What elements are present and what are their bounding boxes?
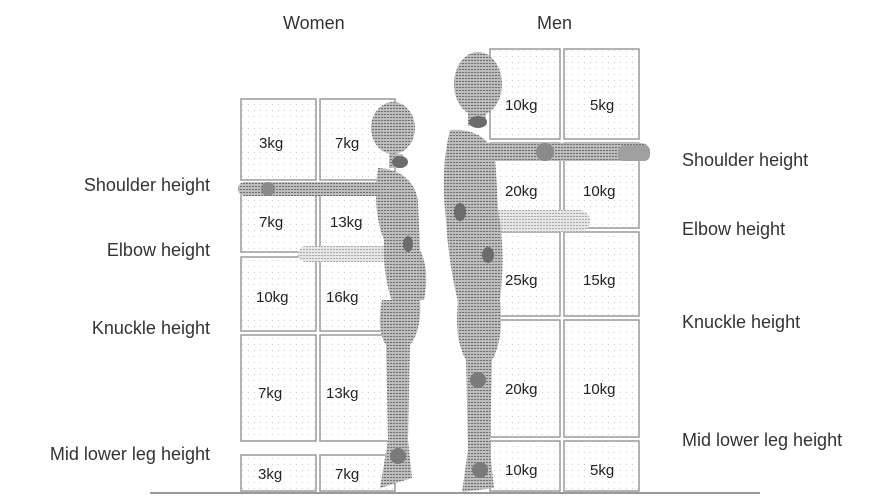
men-cell-value: 5kg [590, 97, 614, 114]
men-cell-value: 10kg [583, 183, 616, 200]
women-label-shoulder: Shoulder height [84, 175, 210, 195]
women-grid: 3kg 7kg 7kg 13kg 10kg 16kg 7kg 13kg 3kg … [241, 99, 395, 491]
women-cell-value: 16kg [326, 289, 359, 306]
men-cell: 15kg [564, 232, 639, 316]
women-cell-value: 7kg [258, 385, 282, 402]
men-cell-value: 15kg [583, 272, 616, 289]
men-cell-value: 25kg [505, 272, 538, 289]
women-cell-value: 13kg [326, 385, 359, 402]
women-label-knuckle: Knuckle height [92, 318, 210, 338]
men-cell-value: 20kg [505, 381, 538, 398]
women-cell-value: 7kg [335, 135, 359, 152]
women-cell: 10kg [241, 257, 316, 331]
men-cell-value: 10kg [505, 462, 538, 479]
men-cell-value: 10kg [583, 381, 616, 398]
men-cell: 20kg [490, 320, 560, 437]
women-cell: 7kg [241, 335, 316, 441]
women-cell-value: 10kg [256, 289, 289, 306]
women-cell: 13kg [320, 335, 395, 441]
men-label-elbow: Elbow height [682, 219, 785, 239]
men-cell-value: 5kg [590, 462, 614, 479]
men-cell-value: 20kg [505, 183, 538, 200]
men-cell: 5kg [564, 441, 639, 491]
men-label-knuckle: Knuckle height [682, 312, 800, 332]
women-cell-value: 3kg [258, 466, 282, 483]
men-cell-value: 10kg [505, 97, 538, 114]
men-cell: 5kg [564, 49, 639, 139]
women-cell-value: 7kg [259, 214, 283, 231]
women-cell-value: 7kg [335, 466, 359, 483]
men-grid: 10kg 5kg 20kg 10kg 25kg 15kg 20kg 10kg 1… [490, 49, 639, 491]
women-cell-value: 13kg [330, 214, 363, 231]
women-cell-value: 3kg [259, 135, 283, 152]
men-label-shoulder: Shoulder height [682, 150, 808, 170]
women-label-elbow: Elbow height [107, 240, 210, 260]
women-cell: 3kg [241, 99, 316, 180]
men-cell: 10kg [490, 441, 560, 491]
men-label-midleg: Mid lower leg height [682, 430, 842, 450]
women-label-midleg: Mid lower leg height [50, 444, 210, 464]
men-cell: 10kg [564, 320, 639, 437]
men-heading: Men [537, 13, 572, 33]
women-cell: 3kg [241, 455, 316, 491]
women-heading: Women [283, 13, 345, 33]
